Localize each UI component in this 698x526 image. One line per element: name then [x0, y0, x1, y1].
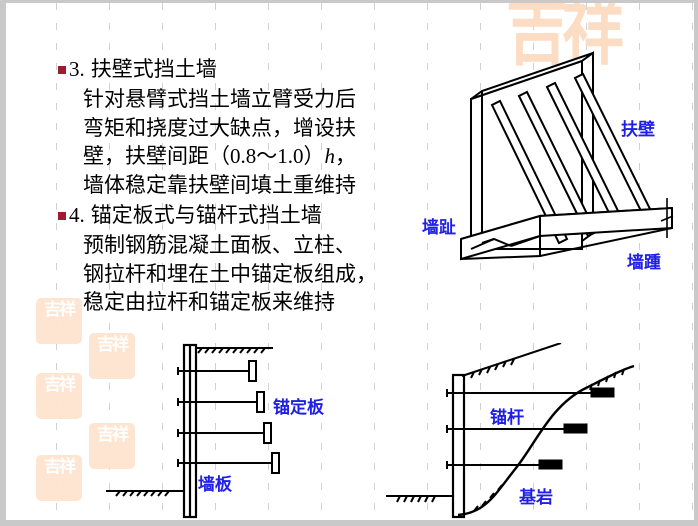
section-3-line-2: 弯矩和挠度过大缺点，增设扶	[83, 115, 356, 140]
counterfort-wall-drawing	[460, 51, 674, 261]
section-4-body: 预制钢筋混凝土面板、立柱、 钢拉杆和埋在土中锚定板组成， 稳定由拉杆和锚定板来维…	[83, 231, 393, 317]
label-wall-toe: 墙趾	[422, 218, 456, 237]
content-text-column: 3. 扶壁式挡土墙 针对悬臂式挡土墙立臂受力后 弯矩和挠度过大缺点，增设扶 壁，…	[58, 53, 398, 317]
label-anchor-rod: 锚杆	[490, 408, 524, 427]
watermark-seal: 吉祥	[36, 373, 82, 419]
section-4-line-3: 稳定由拉杆和锚定板来维持	[83, 290, 335, 314]
section-3-line-3-post: ，	[335, 144, 356, 168]
section-4-number: 4.	[69, 203, 85, 227]
slide-canvas: 吉祥 吉祥 吉祥 吉祥 吉祥 吉祥 3. 扶壁式挡土墙 针对悬臂式挡土墙立臂受力…	[6, 3, 694, 520]
section-3-body: 针对悬臂式挡土墙立臂受力后 弯矩和挠度过大缺点，增设扶 壁，扶壁间距（0.8～1…	[83, 85, 393, 199]
figure-counterfort-wall: 扶壁 墙趾 墙踵	[414, 43, 694, 273]
anchored-slab-drawing	[106, 343, 280, 519]
grid-vertical-line	[56, 3, 57, 520]
label-anchor-plate: 锚定板	[273, 398, 324, 417]
bullet-square-icon	[58, 66, 66, 74]
watermark-seal: 吉祥	[36, 455, 82, 501]
figure-anchor-rod-wall: 锚杆 基岩	[386, 343, 694, 520]
section-4-heading-row: 4. 锚定板式与锚杆式挡土墙	[58, 201, 398, 230]
label-wall-panel: 墙板	[198, 475, 232, 494]
section-3-heading-row: 3. 扶壁式挡土墙	[58, 55, 398, 84]
section-3-heading: 扶壁式挡土墙	[90, 57, 217, 81]
section-3-line-3: 壁，扶壁间距（0.8～1.0）h，	[83, 142, 393, 171]
anchor-rod-drawing	[386, 343, 635, 519]
label-wall-heel: 墙踵	[627, 253, 661, 272]
section-3-line-3-pre: 壁，扶壁间距（0.8～1.0）	[83, 144, 325, 168]
figure-anchored-slab-wall: 锚定板 墙板	[106, 343, 376, 520]
section-3-line-3-italic-h: h	[324, 144, 336, 168]
label-counterfort: 扶壁	[621, 120, 655, 139]
section-3-number: 3.	[69, 57, 85, 81]
section-4-line-2: 钢拉杆和埋在土中锚定板组成，	[83, 261, 377, 286]
section-4-line-1: 预制钢筋混凝土面板、立柱、	[83, 233, 356, 257]
section-4-heading: 锚定板式与锚杆式挡土墙	[90, 203, 322, 227]
section-3-line-1: 针对悬臂式挡土墙立臂受力后	[83, 87, 356, 111]
section-3-line-4: 墙体稳定靠扶壁间填土重维持	[83, 172, 356, 197]
bullet-square-icon	[58, 212, 66, 220]
label-bedrock: 基岩	[519, 488, 553, 507]
